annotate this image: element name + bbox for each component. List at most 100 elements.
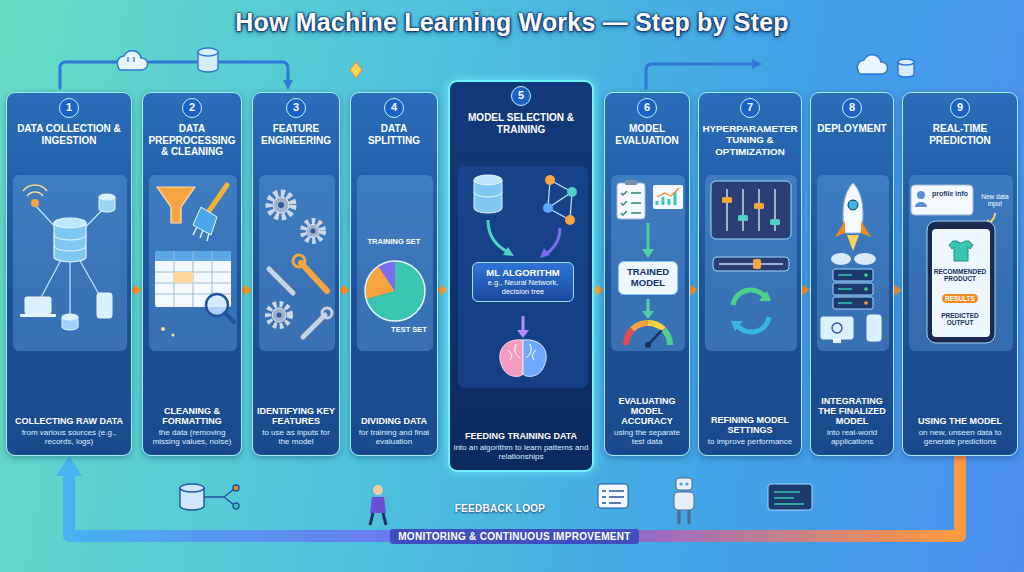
deployment-illustration [817, 175, 889, 351]
database-icon [898, 59, 914, 65]
step-panel: MODEL EVALUATIONEVALUATING MODEL ACCURAC… [604, 92, 690, 456]
person-figure [373, 485, 383, 495]
cleaning-illustration [149, 175, 237, 351]
training-illustration [548, 180, 572, 220]
evaluation-illustration [626, 329, 632, 345]
prediction-illustration [927, 221, 995, 343]
step-body: DIVIDING DATAfor training and final eval… [354, 416, 434, 446]
arrow-head [56, 456, 82, 476]
evaluation-illustration [664, 329, 670, 345]
feature-gears-illustration [253, 93, 341, 457]
arrow-head [752, 59, 762, 69]
step-heading: DATA COLLECTION & INGESTION [10, 123, 128, 146]
flow-arrow [894, 285, 902, 296]
step-heading: DATA SPLITTING [354, 123, 434, 146]
feature-gears-illustration [303, 315, 325, 337]
evaluation-illustration [632, 323, 648, 329]
loop-label: FEEDBACK LOOP [420, 503, 580, 515]
feature-gears-illustration [307, 225, 320, 238]
training-illustration [565, 215, 575, 225]
server-icon [768, 484, 812, 510]
tuning-illustration [727, 189, 775, 231]
deployment-illustration [864, 287, 868, 291]
checklist-icon [598, 484, 628, 508]
arrow-head [690, 285, 698, 296]
step-detail: into real-world applications [814, 428, 890, 446]
data-sources-illustration [20, 314, 56, 317]
arrow-head [894, 285, 902, 296]
callout-number: 9 [950, 98, 970, 118]
split-pie-illustration [351, 93, 439, 457]
cleaning-illustration [174, 272, 193, 283]
split-pie-illustration [357, 175, 433, 351]
cloud-icon [117, 51, 887, 74]
callout-number: 7 [740, 98, 760, 118]
tuning-illustration [722, 197, 732, 203]
step-panel: FEATURE ENGINEERINGIDENTIFYING KEY FEATU… [252, 92, 340, 456]
step-heading: HYPERPARAMETER TUNING & OPTIMIZATION [702, 123, 798, 157]
step-summary: CLEANING & FORMATTING [146, 406, 238, 427]
feature-gears-illustration [268, 304, 290, 326]
spark-icon [350, 62, 362, 78]
split-label: TEST SET [384, 326, 434, 335]
cleaning-illustration [172, 334, 175, 337]
top-flow-arc [646, 64, 752, 88]
bottom-database-icon [233, 503, 239, 509]
diagram-title: How Machine Learning Works — Step by Ste… [0, 8, 1024, 37]
data-sources-illustration [25, 297, 51, 314]
callout-number: 3 [286, 98, 306, 118]
training-illustration [503, 247, 514, 256]
profile-label: profile info [930, 190, 970, 198]
tuning-illustration [733, 290, 765, 305]
feature-gears-illustration [277, 313, 282, 318]
person-figure [370, 513, 386, 525]
robot-figure [674, 492, 694, 510]
data-sources-illustration [99, 194, 115, 200]
robot-figure [676, 478, 692, 490]
bottom-database-icon [233, 485, 239, 491]
step-panel: DEPLOYMENT INTEGRATING THE FINALIZED MODE… [810, 92, 894, 456]
step-heading: DEPLOYMENT [814, 123, 890, 135]
feature-gears-illustration [278, 202, 284, 208]
step-detail: the data (removing missing values, noise… [146, 428, 238, 446]
tuning-illustration [713, 257, 789, 271]
arrow-head [244, 285, 252, 296]
tuning-illustration [738, 215, 748, 221]
training-illustration [474, 175, 502, 185]
callout-number: 2 [182, 98, 202, 118]
process-box: TRAINED MODEL [618, 261, 678, 295]
feature-gears-illustration [269, 193, 293, 217]
tuning-illustration [737, 317, 769, 332]
data-sources-illustration [31, 199, 39, 207]
evaluation-illustration [642, 311, 654, 319]
step-detail: using the separate test data [608, 428, 686, 446]
data-sources-illustration [13, 175, 127, 351]
step-summary: REFINING MODEL SETTINGS [702, 415, 798, 436]
evaluation-illustration [645, 342, 651, 348]
evaluation-illustration [625, 180, 637, 185]
feature-gears-illustration [293, 255, 305, 267]
evaluation-illustration [611, 175, 685, 351]
database-icon [198, 48, 218, 56]
step-heading: REAL-TIME PREDICTION [906, 123, 1014, 146]
training-illustration [543, 203, 553, 213]
screen-label: RECOMMENDED PRODUCT [931, 268, 989, 283]
data-sources-illustration [62, 314, 78, 320]
input-label: New data input [974, 193, 1016, 208]
evaluation-illustration [653, 185, 683, 209]
step-heading: MODEL EVALUATION [608, 123, 686, 146]
data-sources-illustration [54, 235, 86, 251]
data-sources-illustration [97, 293, 112, 318]
screen-label: PREDICTED OUTPUT [931, 312, 989, 327]
checklist-icon [602, 491, 624, 503]
evaluation-illustration [647, 223, 650, 251]
prediction-illustration [915, 202, 927, 207]
flow-arrow [438, 285, 448, 296]
prediction-illustration [917, 191, 925, 199]
arrow-head [283, 80, 293, 90]
robot-figure [674, 478, 694, 524]
step-summary: IDENTIFYING KEY FEATURES [256, 406, 336, 427]
prediction-illustration [932, 229, 990, 337]
step-summary: INTEGRATING THE FINALIZED MODEL [814, 396, 890, 427]
